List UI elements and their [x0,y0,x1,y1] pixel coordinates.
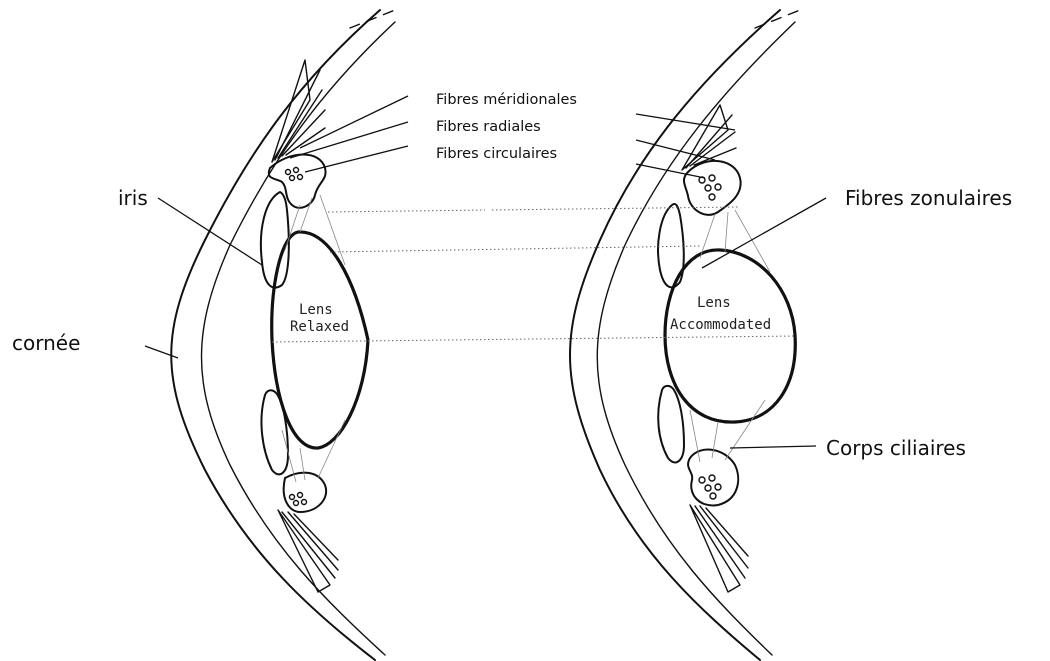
labels: Fibres méridionales Fibres radiales Fibr… [12,92,1012,460]
left-upper-ciliary-body [269,155,326,208]
left-lower-circular-fibres [290,493,307,506]
left-sclera-top [350,10,395,28]
right-lower-ciliary-body [688,450,738,506]
label-iris: iris [118,186,148,210]
right-upper-circular-fibres [699,175,721,200]
right-lower-circular-fibres [699,475,721,499]
left-lens-line2: Relaxed [290,319,349,335]
left-lens [272,232,368,448]
right-lens-line2: Accommodated [670,317,771,333]
left-lens-line1: Lens [299,302,333,318]
right-lower-iris [658,386,684,463]
label-fibres-circulaires: Fibres circulaires [436,146,557,162]
label-fibres-radiales: Fibres radiales [436,119,541,135]
right-zonular-fibres [690,210,770,462]
right-cornea-outer [570,10,780,660]
right-lens [665,250,795,422]
right-eye-accommodated: Lens Accommodated [570,10,800,660]
right-lens-line1: Lens [697,295,731,311]
label-fibres-zonulaires: Fibres zonulaires [845,186,1012,210]
left-lower-iris [261,390,288,474]
left-upper-iris [261,192,289,288]
label-cornee: cornée [12,331,80,355]
right-cornea-inner [597,22,795,655]
left-upper-circular-fibres [286,168,303,181]
label-corps-ciliaires: Corps ciliaires [826,436,966,460]
label-fibres-meridionales: Fibres méridionales [436,92,577,108]
left-upper-ciliary-muscle [272,60,325,162]
left-eye-relaxed: Lens Relaxed [171,10,395,660]
